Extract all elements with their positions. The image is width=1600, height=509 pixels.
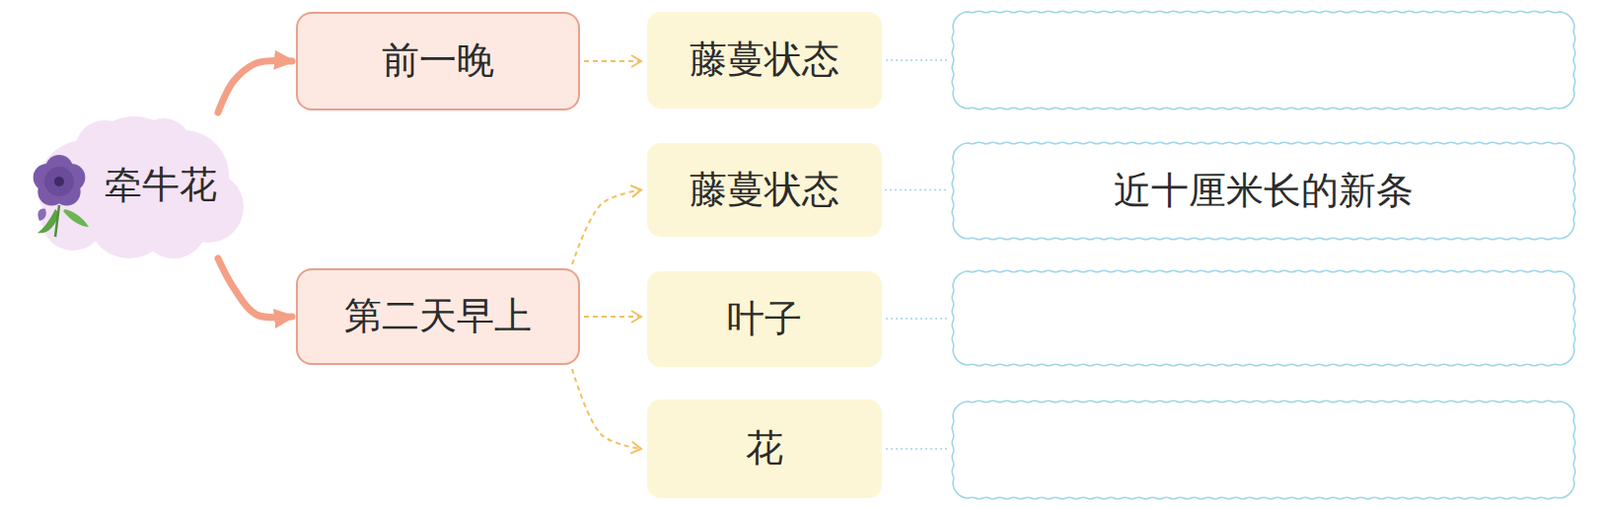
empty-answer-box xyxy=(951,270,1576,366)
node-label: 牵牛花 xyxy=(104,162,218,209)
time-box: 第二天早上 xyxy=(295,268,581,365)
link-arrow xyxy=(583,315,642,318)
link-arrow xyxy=(884,189,948,192)
node-label: 藤蔓状态 xyxy=(689,167,840,214)
node-label: 花 xyxy=(745,426,784,472)
answer-box: 近十厘米长的新条 xyxy=(950,141,1577,241)
link-arrow xyxy=(572,190,642,266)
topic-cloud: 牵牛花 xyxy=(25,110,240,261)
node-label: 前一晚 xyxy=(381,38,495,84)
node-label: 藤蔓状态 xyxy=(689,37,840,83)
empty-answer-box xyxy=(951,400,1576,500)
aspect-box: 藤蔓状态 xyxy=(647,143,882,237)
link-arrow xyxy=(583,60,642,63)
node-label: 叶子 xyxy=(727,296,802,343)
node-label: 第二天早上 xyxy=(344,293,532,340)
time-box: 前一晚 xyxy=(295,11,581,111)
branch-arrow xyxy=(218,61,292,113)
empty-answer-box xyxy=(951,10,1576,110)
aspect-box: 藤蔓状态 xyxy=(647,11,882,109)
link-arrow xyxy=(572,368,642,449)
branch-arrow xyxy=(218,258,292,318)
dotted-leader xyxy=(885,317,947,320)
flower-icon xyxy=(33,154,89,237)
dotted-leader xyxy=(885,59,947,62)
aspect-box: 花 xyxy=(647,399,882,499)
node-label: 近十厘米长的新条 xyxy=(1113,168,1414,215)
dotted-leader xyxy=(885,447,947,450)
aspect-box: 叶子 xyxy=(647,271,882,367)
